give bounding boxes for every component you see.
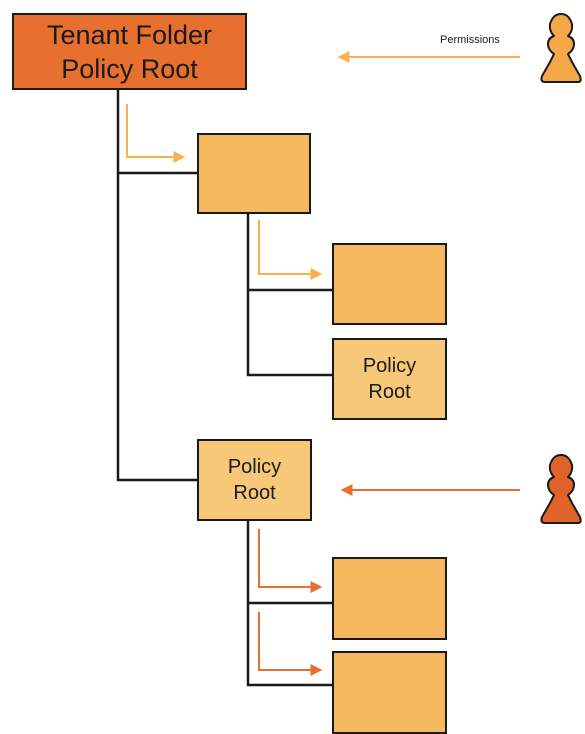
inherit-arrow-2	[258, 220, 323, 280]
child-folder-box	[197, 133, 311, 214]
policy-root-upper-line2: Root	[368, 381, 411, 403]
inherit-arrow-3	[258, 529, 323, 593]
policy-root-lower-line1: Policy	[227, 456, 282, 478]
inherit-arrow-4	[258, 612, 323, 676]
policy-trunk-line	[246, 520, 333, 687]
grandchild-folder-box	[332, 243, 447, 325]
inherit-arrow-1	[126, 104, 186, 163]
user-pawn-icon	[540, 454, 582, 524]
permissions-label: Permissions	[440, 34, 500, 46]
policy-root-upper-line1: Policy	[362, 355, 417, 377]
policy-root-box-lower: Policy Root	[197, 439, 312, 521]
box1-trunk-line	[246, 213, 333, 377]
user-pawn-icon	[540, 13, 582, 83]
trunk-line	[116, 88, 198, 482]
root-box-line1: Tenant Folder	[46, 19, 213, 50]
policy-child-folder-box-2	[332, 651, 447, 734]
policy-child-folder-box-1	[332, 557, 447, 640]
tenant-folder-policy-root-box: Tenant Folder Policy Root	[12, 13, 247, 90]
policy-root-box-upper: Policy Root	[332, 338, 447, 420]
root-box-line2: Policy Root	[61, 53, 198, 84]
policy-root-lower-line2: Root	[233, 482, 276, 504]
